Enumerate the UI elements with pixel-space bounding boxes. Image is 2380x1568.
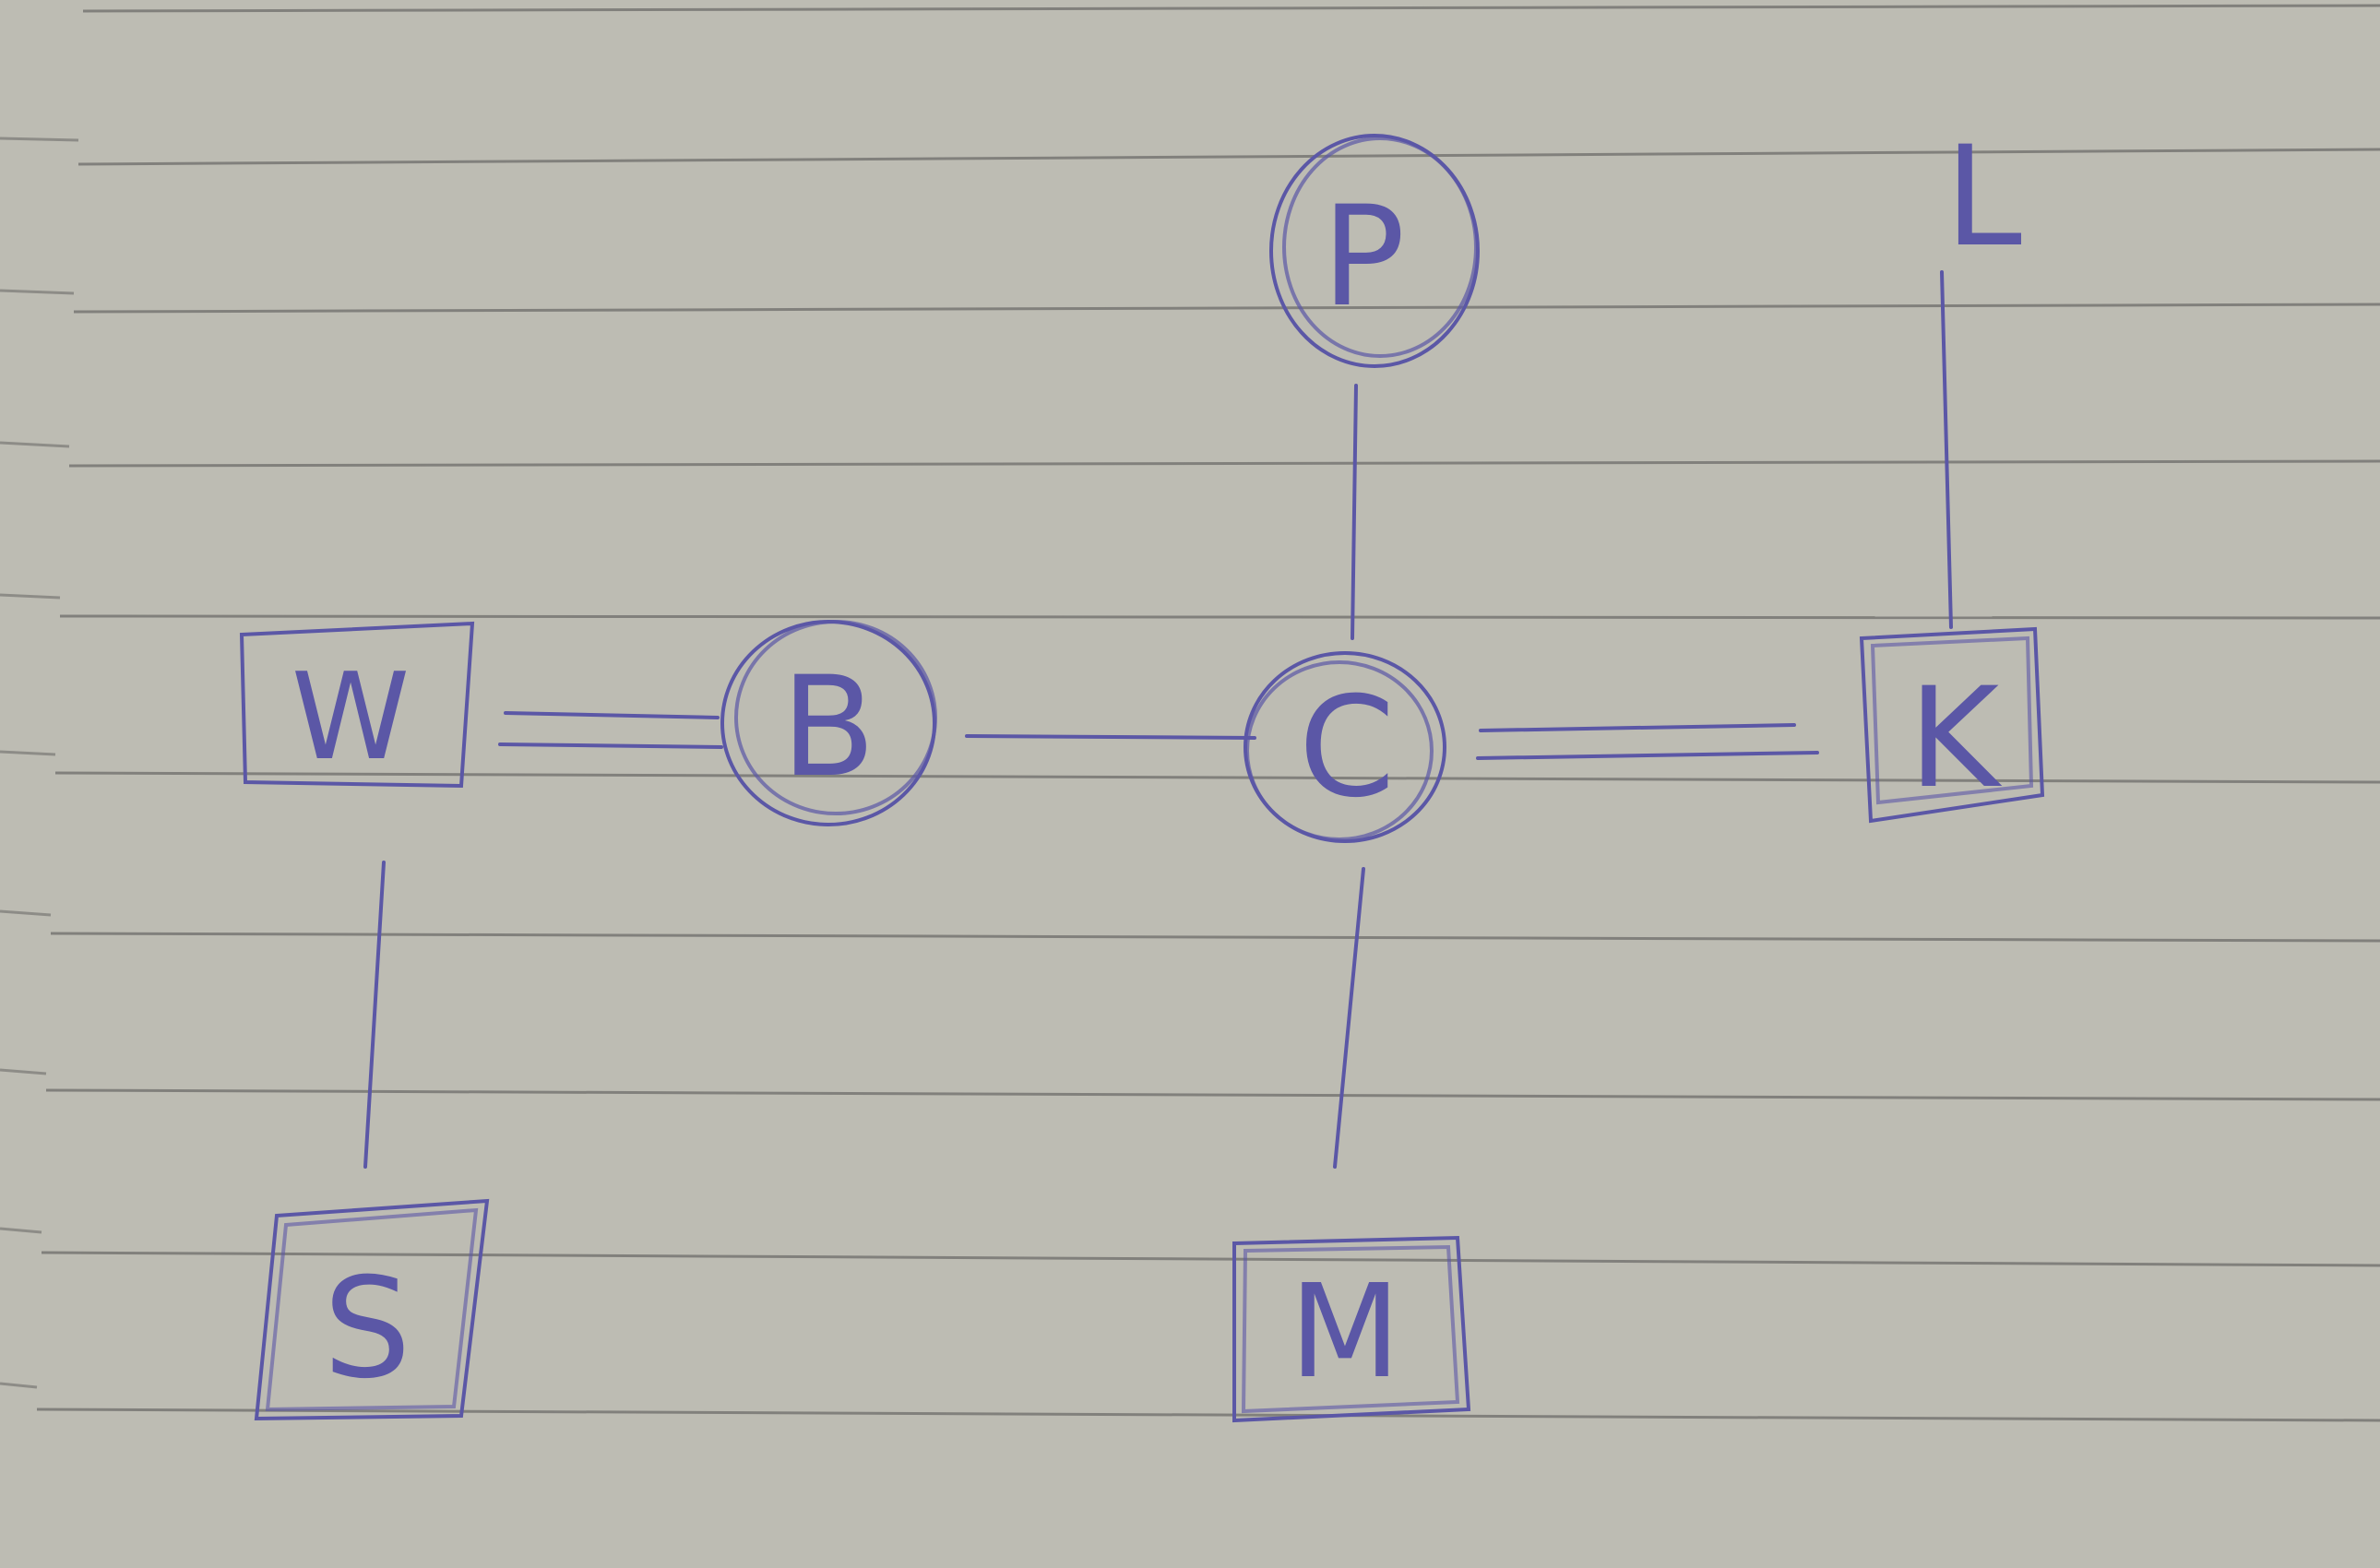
node-c-circle	[1245, 660, 1434, 841]
edge-c-k	[1476, 751, 1819, 760]
node-label-l: L	[1945, 117, 2022, 278]
node-label-k: K	[1909, 659, 2003, 819]
edges	[363, 270, 1953, 1169]
node-label-w: W	[292, 647, 411, 787]
node-m-box	[1241, 1244, 1460, 1414]
rule-line	[77, 148, 2380, 166]
margin-tick	[0, 137, 79, 142]
rule-line	[36, 1408, 2380, 1422]
rule-line	[59, 614, 2380, 620]
margin-tick	[0, 750, 56, 756]
rule-line	[50, 932, 2380, 943]
node-k-box	[1859, 626, 2045, 824]
margin-tick	[0, 1068, 47, 1075]
node-w-box	[239, 621, 475, 789]
node-label-s: S	[323, 1249, 411, 1409]
node-p-circle	[1282, 137, 1478, 358]
node-m-box	[1232, 1235, 1471, 1423]
rule-line	[68, 459, 2380, 468]
rule-line	[45, 1088, 2380, 1101]
node-b-circle	[734, 620, 937, 815]
rule-line	[54, 771, 2380, 784]
margin-tick	[0, 441, 70, 448]
node-s-box	[254, 1198, 490, 1421]
node-label-c: C	[1299, 668, 1396, 828]
edge-c-m	[1333, 867, 1365, 1169]
nodes	[239, 134, 2045, 1423]
edge-l-k	[1940, 270, 1953, 629]
rule-line	[73, 303, 2380, 314]
node-label-m: M	[1290, 1257, 1401, 1408]
edge-b-c	[965, 734, 1256, 740]
node-k-box	[1870, 636, 2034, 805]
edge-w-b	[498, 742, 723, 749]
margin-tick	[0, 289, 75, 295]
node-label-p: P	[1322, 177, 1405, 338]
node-s-box	[265, 1207, 479, 1412]
margin-tick	[0, 1227, 42, 1234]
edge-p-c	[1351, 384, 1358, 640]
margin-tick	[0, 909, 52, 917]
edge-w-b	[504, 711, 720, 719]
margin-tick	[0, 1382, 38, 1389]
margin-ticks	[0, 137, 79, 1389]
node-c-circle	[1244, 651, 1446, 843]
node-labels: P L W B C K S M	[292, 117, 2022, 1409]
margin-tick	[0, 593, 61, 600]
edge-c-k	[1479, 723, 1796, 732]
rule-line	[41, 1251, 2380, 1267]
node-p-circle	[1269, 134, 1480, 368]
edge-w-s	[363, 861, 386, 1169]
ruled-lines	[36, 4, 2380, 1422]
rule-line	[82, 4, 2380, 13]
node-label-b: B	[781, 647, 876, 808]
